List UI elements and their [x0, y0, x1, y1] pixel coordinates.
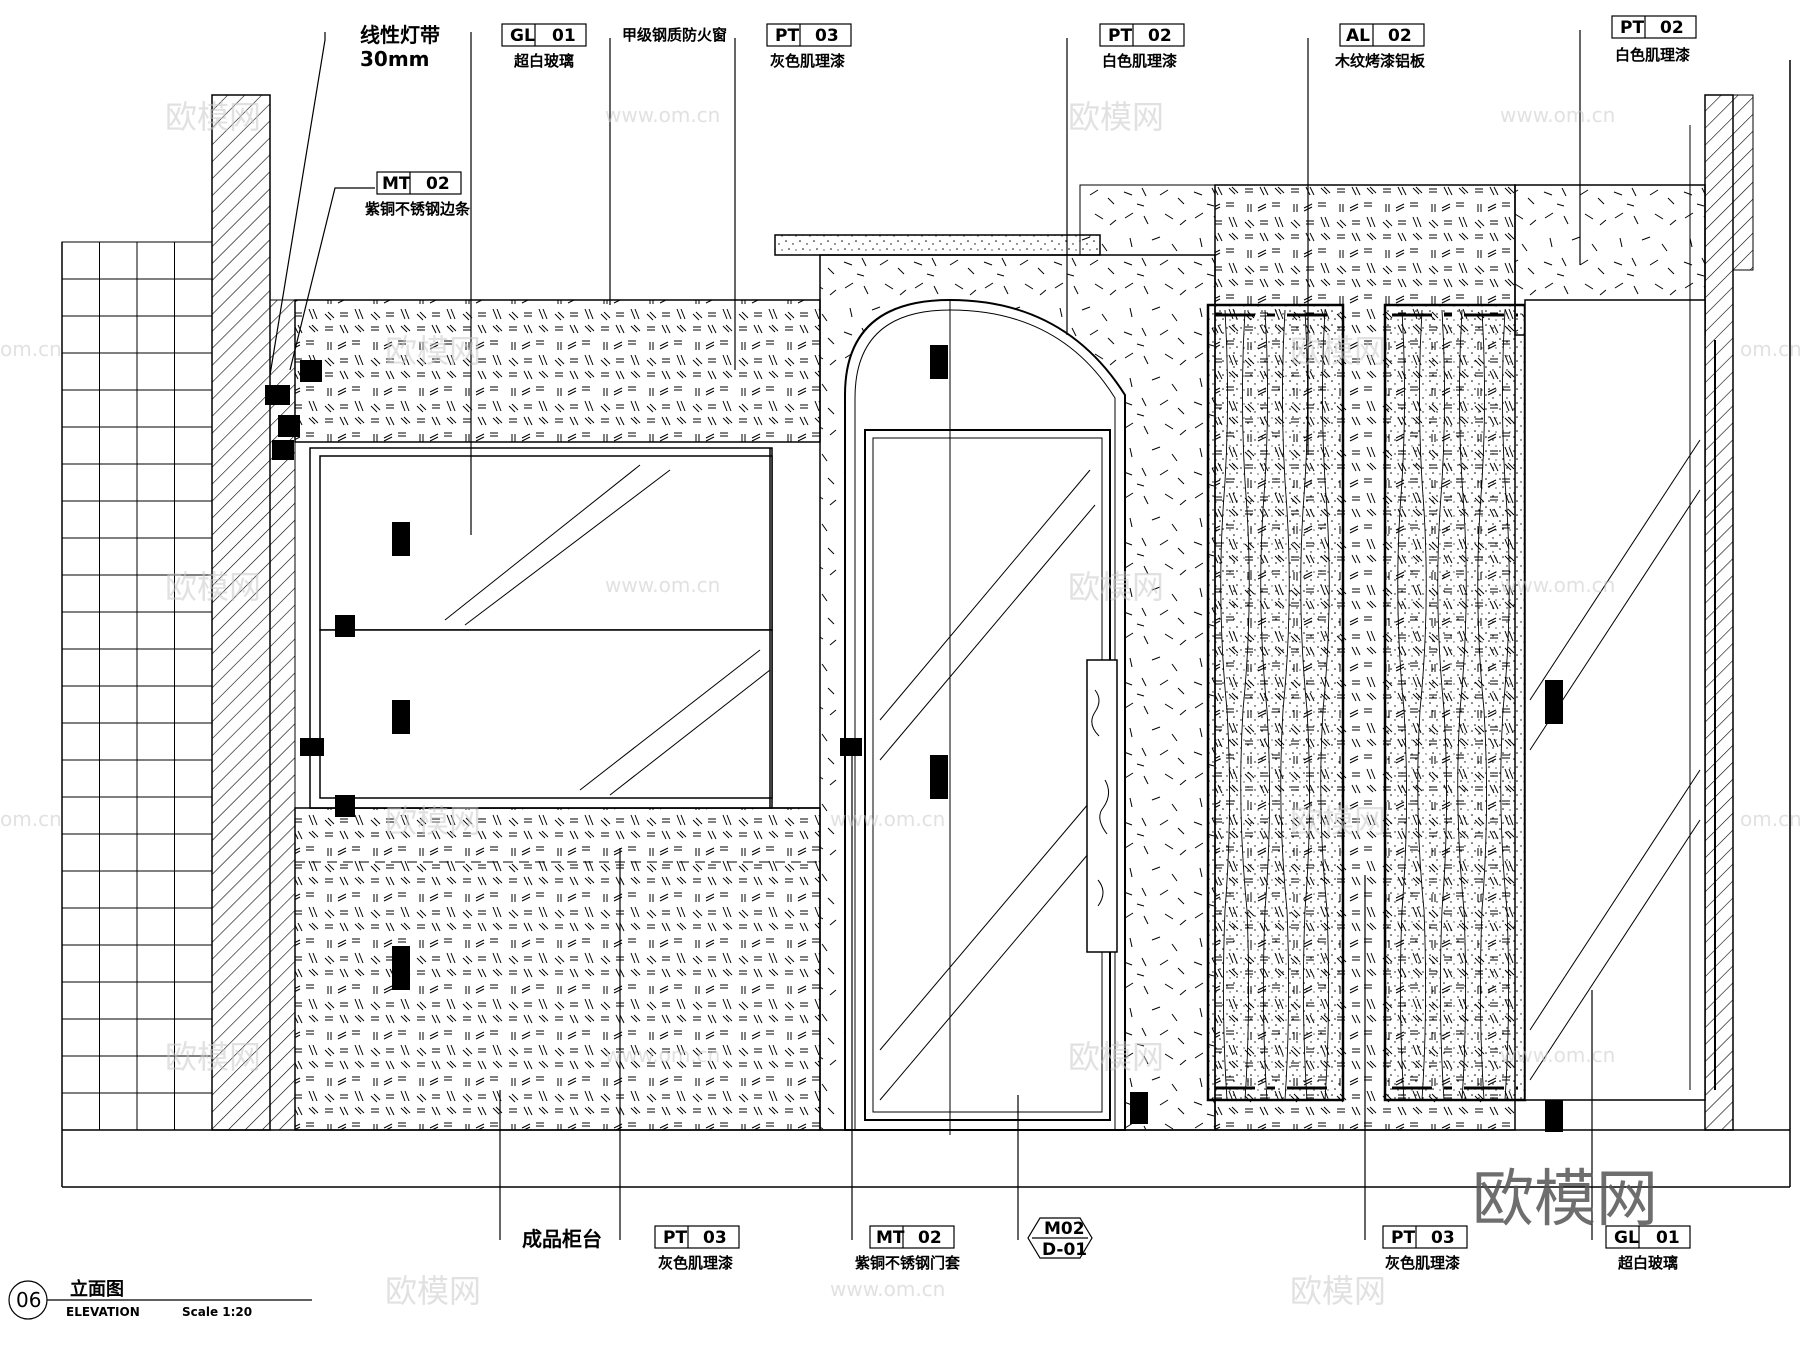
svg-text:GL: GL [510, 26, 535, 46]
fire-window [309, 447, 820, 809]
svg-text:www.om.cn: www.om.cn [1500, 573, 1615, 597]
svg-text:欧模网: 欧模网 [1290, 1272, 1386, 1310]
svg-text:GL: GL [1614, 1228, 1639, 1248]
svg-text:02: 02 [918, 1228, 942, 1248]
svg-text:www.om.cn: www.om.cn [830, 807, 945, 831]
svg-text:30mm: 30mm [360, 47, 430, 71]
svg-text:MT: MT [876, 1228, 905, 1248]
svg-text:PT: PT [775, 26, 799, 46]
svg-text:03: 03 [1431, 1228, 1455, 1248]
svg-text:PT: PT [1391, 1228, 1415, 1248]
left-column-hatch [211, 94, 271, 1131]
svg-text:www.om.cn: www.om.cn [605, 103, 720, 127]
svg-text:03: 03 [703, 1228, 727, 1248]
svg-text:欧模网: 欧模网 [385, 332, 481, 370]
svg-text:PT: PT [663, 1228, 687, 1248]
svg-text:02: 02 [1148, 26, 1172, 46]
svg-text:超白玻璃: 超白玻璃 [1617, 1254, 1678, 1272]
svg-text:om.cn: om.cn [1740, 807, 1800, 831]
svg-text:欧模网: 欧模网 [385, 802, 481, 840]
svg-text:紫铜不锈钢边条: 紫铜不锈钢边条 [365, 200, 471, 218]
svg-text:www.om.cn: www.om.cn [830, 1277, 945, 1301]
watermarks: 欧模网 www.om.cn 欧模网 www.om.cn om.cn 欧模网 欧模… [0, 98, 1800, 1310]
svg-text:01: 01 [1656, 1228, 1680, 1248]
svg-text:欧模网: 欧模网 [385, 1272, 481, 1310]
svg-text:www.om.cn: www.om.cn [1500, 103, 1615, 127]
svg-text:om.cn: om.cn [0, 807, 62, 831]
svg-text:欧模网: 欧模网 [1068, 98, 1164, 136]
callout-boxes [8, 15, 1697, 1320]
svg-text:欧模网: 欧模网 [1290, 332, 1386, 370]
svg-text:欧模网: 欧模网 [165, 98, 261, 136]
svg-text:紫铜不锈钢门套: 紫铜不锈钢门套 [855, 1254, 961, 1272]
svg-text:www.om.cn: www.om.cn [605, 1043, 720, 1067]
svg-text:06: 06 [16, 1288, 41, 1312]
svg-text:欧模网: 欧模网 [1068, 1038, 1164, 1076]
svg-text:木纹烤漆铝板: 木纹烤漆铝板 [1334, 52, 1426, 70]
svg-text:M02: M02 [1044, 1219, 1085, 1239]
svg-text:Scale 1:20: Scale 1:20 [182, 1305, 252, 1319]
right-column-hatch [1704, 94, 1734, 1131]
svg-text:02: 02 [1388, 26, 1412, 46]
door-handle-wood [1086, 659, 1118, 953]
svg-text:AL: AL [1346, 26, 1370, 46]
svg-text:欧模网: 欧模网 [165, 568, 261, 606]
svg-text:白色肌理漆: 白色肌理漆 [1615, 46, 1690, 64]
svg-text:PT: PT [1620, 18, 1644, 38]
svg-text:线性灯带: 线性灯带 [360, 23, 440, 47]
svg-text:02: 02 [1660, 18, 1684, 38]
svg-text:成品柜台: 成品柜台 [522, 1227, 602, 1251]
svg-text:白色肌理漆: 白色肌理漆 [1102, 52, 1177, 70]
svg-text:03: 03 [815, 26, 839, 46]
svg-text:超白玻璃: 超白玻璃 [513, 52, 574, 70]
svg-text:ELEVATION: ELEVATION [66, 1305, 140, 1319]
svg-text:甲级钢质防火窗: 甲级钢质防火窗 [622, 26, 727, 44]
svg-text:灰色肌理漆: 灰色肌理漆 [1385, 1254, 1460, 1272]
upper-texture-panel [294, 299, 821, 443]
svg-text:02: 02 [426, 174, 450, 194]
svg-text:www.om.cn: www.om.cn [605, 573, 720, 597]
svg-text:灰色肌理漆: 灰色肌理漆 [770, 52, 845, 70]
svg-text:立面图: 立面图 [70, 1278, 124, 1300]
lower-texture-panel [294, 807, 821, 1131]
svg-text:om.cn: om.cn [0, 337, 62, 361]
al-panel-left [1206, 303, 1345, 1102]
title-block: 06 立面图 ELEVATION Scale 1:20 [16, 1278, 252, 1319]
svg-text:www.om.cn: www.om.cn [1500, 1043, 1615, 1067]
al-panel-right [1383, 303, 1527, 1102]
brand-watermark-large: 欧模网 [1472, 1162, 1658, 1235]
tile-grid [61, 241, 213, 1131]
svg-text:欧模网: 欧模网 [165, 1038, 261, 1076]
svg-text:01: 01 [552, 26, 576, 46]
svg-text:D-01: D-01 [1042, 1240, 1087, 1260]
arched-door [844, 298, 1126, 1135]
svg-text:PT: PT [1108, 26, 1132, 46]
leader-lines [269, 30, 1593, 1240]
svg-text:欧模网: 欧模网 [1290, 802, 1386, 840]
svg-text:欧模网: 欧模网 [1068, 568, 1164, 606]
svg-text:om.cn: om.cn [1740, 337, 1800, 361]
wall-geometry [61, 60, 1791, 1188]
fixture-markers [265, 345, 1563, 1132]
svg-text:MT: MT [382, 174, 411, 194]
svg-text:灰色肌理漆: 灰色肌理漆 [658, 1254, 733, 1272]
callout-labels: 线性灯带 30mm GL 01 超白玻璃 甲级钢质防火窗 PT 03 灰色肌理漆… [360, 18, 1690, 1272]
